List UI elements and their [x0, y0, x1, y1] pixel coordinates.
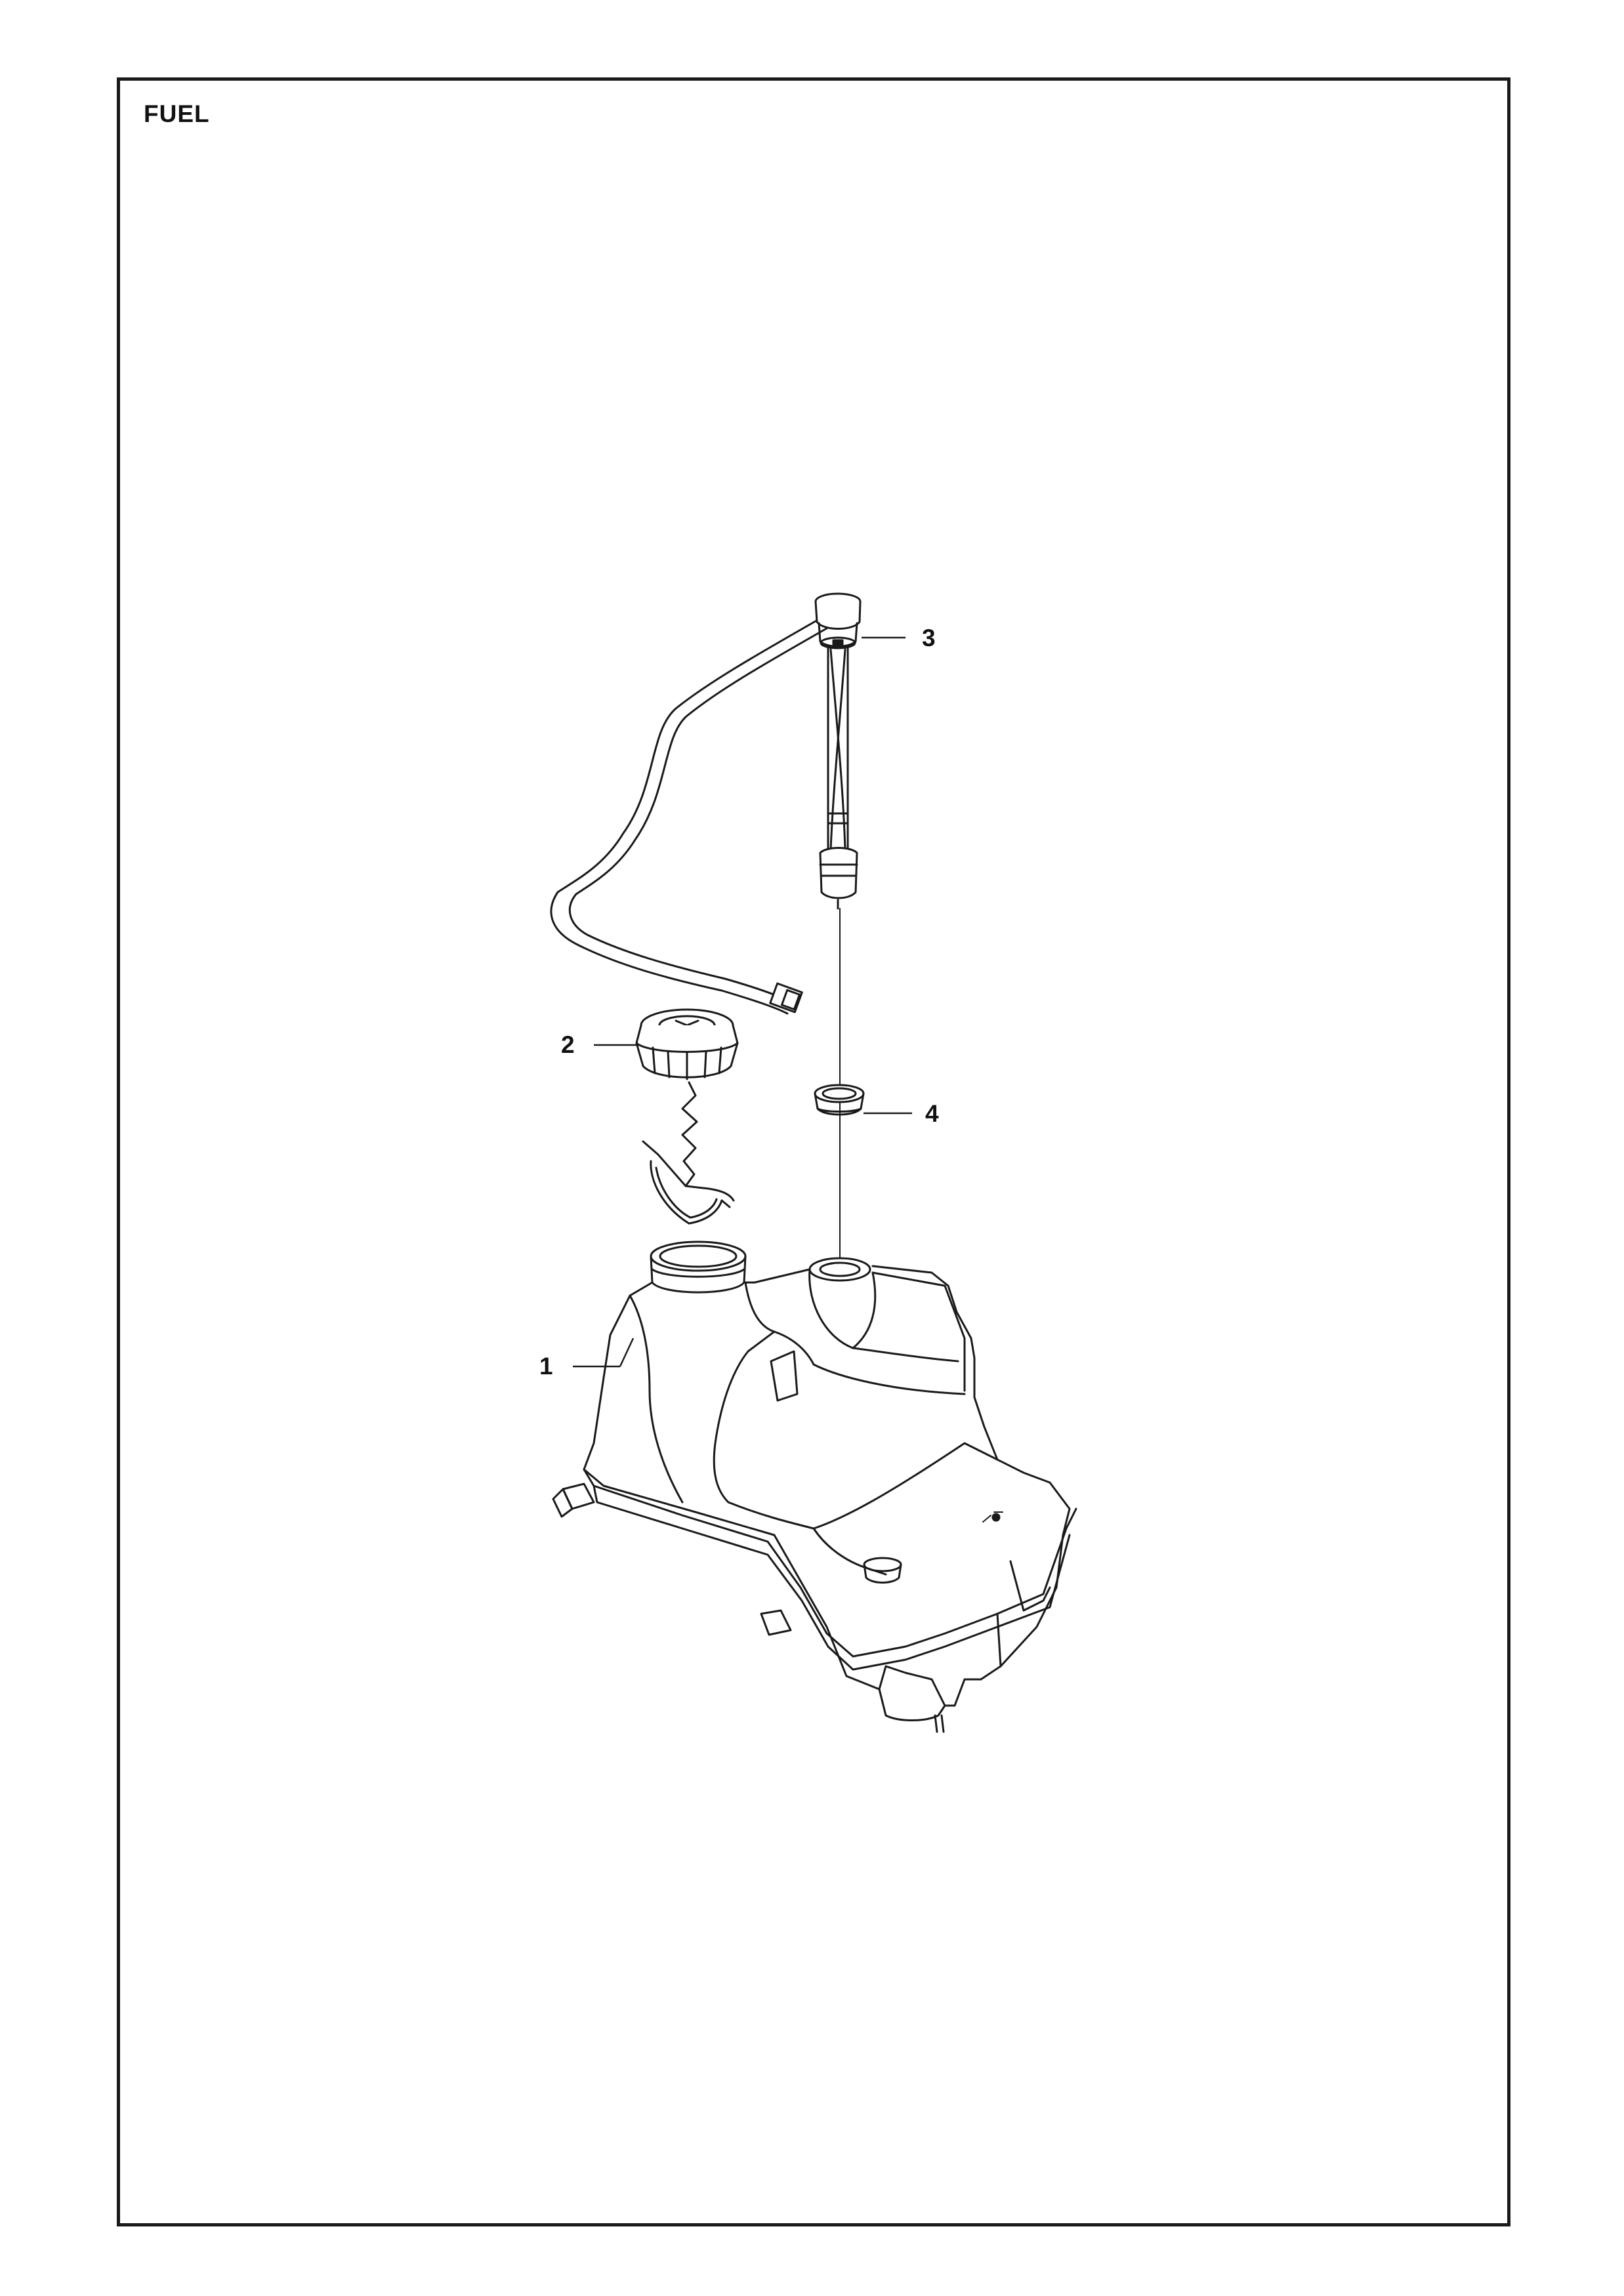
cap-tether	[681, 1081, 698, 1187]
fuel-level-sender	[550, 592, 862, 1015]
callout-1: 1	[539, 1353, 553, 1380]
fuel-cap	[635, 1008, 739, 1225]
sender-cable-inner	[568, 625, 831, 1002]
grommet	[814, 1084, 865, 1116]
callout-4: 4	[925, 1100, 939, 1127]
section-title: FUEL	[144, 100, 210, 127]
sender-cable	[550, 615, 825, 1015]
callout-3: 3	[922, 625, 936, 651]
cap-retainer	[642, 1140, 735, 1202]
callout-2: 2	[561, 1031, 575, 1058]
tank-flange	[583, 1468, 1077, 1658]
tank-body	[583, 1265, 1071, 1707]
diagram-frame: FUEL	[117, 77, 1510, 2226]
sender-float	[819, 847, 858, 899]
sender-head	[814, 600, 862, 630]
fuel-tank	[552, 1240, 1077, 1733]
